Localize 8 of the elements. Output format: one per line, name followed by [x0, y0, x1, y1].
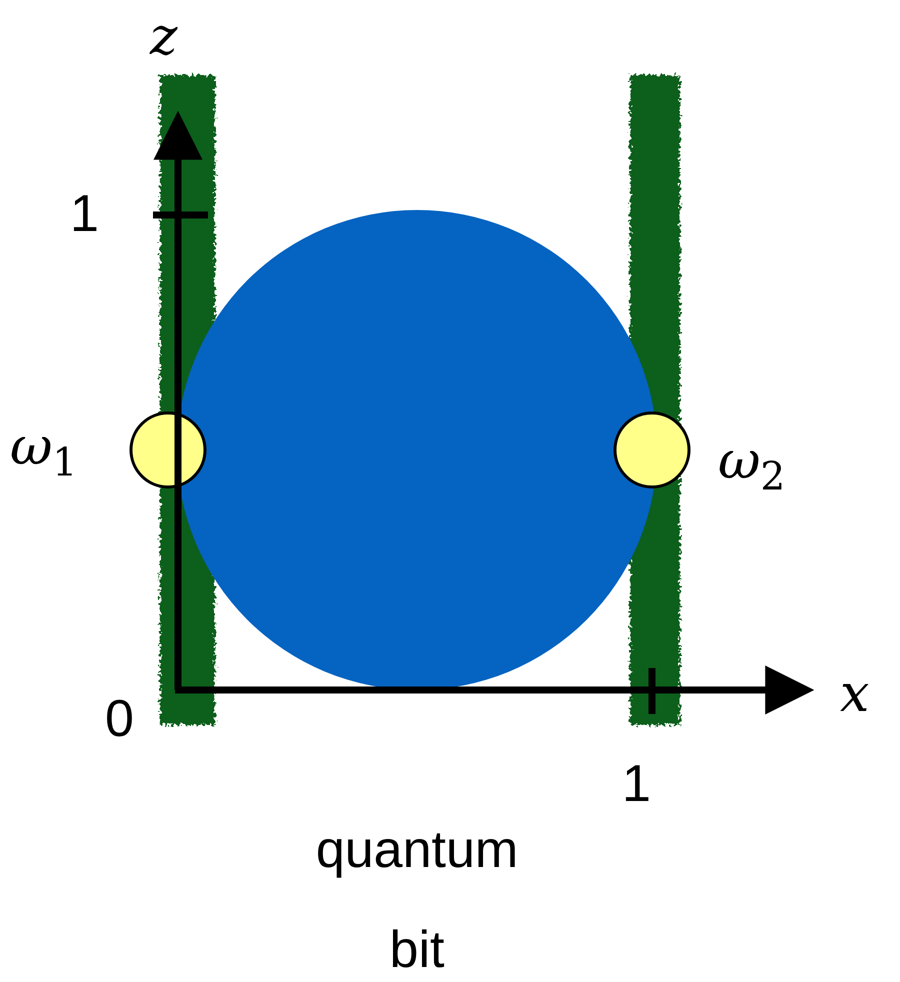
- axis-label: z: [150, 6, 178, 69]
- tick-label: 0: [105, 689, 134, 750]
- caption-text: quantum bit: [314, 820, 520, 981]
- tick-label: 1: [622, 754, 651, 815]
- point-label: ω$_{1}$: [10, 416, 78, 488]
- tick-label: 1: [70, 184, 99, 245]
- point-label: ω$_{2}$: [718, 430, 786, 502]
- axis-label: x: [840, 663, 870, 726]
